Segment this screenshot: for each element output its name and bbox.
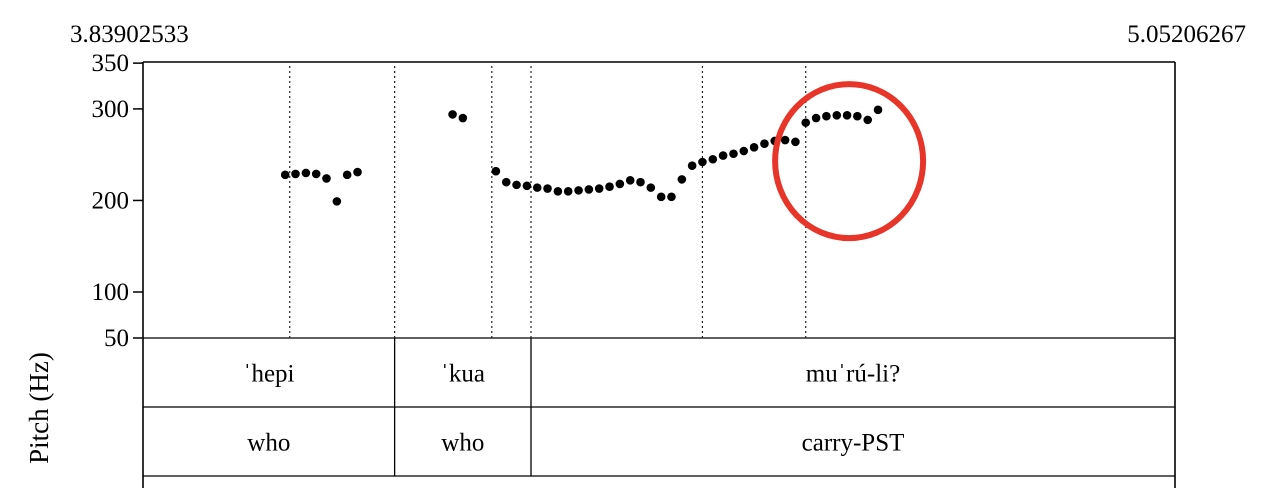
pitch-point (280, 170, 290, 180)
pitch-point (594, 184, 604, 193)
pitch-point (491, 166, 501, 176)
pitch-point (532, 183, 542, 192)
y-tick-label: 300 (92, 96, 130, 123)
pitch-point (842, 111, 852, 120)
pitch-point (780, 135, 790, 145)
word-label: muˈrú-li? (806, 361, 900, 388)
tier-boundaries (393, 338, 532, 476)
pitch-point (646, 183, 656, 192)
pitch-point (698, 157, 707, 167)
word-label: ˈkua (441, 361, 485, 388)
pitch-point (822, 111, 831, 121)
pitch-point (687, 161, 697, 170)
pitch-points (280, 105, 883, 206)
y-tick-label: 100 (92, 279, 130, 306)
pitch-point (605, 182, 614, 192)
pitch-point (729, 149, 738, 159)
y-tick-label: 350 (92, 50, 130, 77)
pitch-point (615, 179, 625, 189)
y-tick-label: 200 (92, 187, 130, 214)
time-end-label: 5.05206267 (1127, 21, 1246, 48)
pitch-point (708, 154, 718, 164)
y-axis-label: Pitch (Hz) (24, 352, 54, 464)
pitch-point (512, 180, 521, 190)
pitch-point (332, 197, 342, 206)
gloss-label: who (247, 430, 290, 457)
pitch-point (667, 192, 676, 202)
y-axis-ticks: 350 300 200 100 50 (92, 50, 143, 352)
pitch-point (760, 139, 769, 148)
pitch-point (448, 110, 457, 119)
pitch-point (801, 118, 811, 127)
pitch-point (553, 186, 563, 196)
pitch-point (863, 115, 873, 125)
gloss-label: who (441, 430, 484, 457)
highlight-annotation (772, 81, 927, 242)
time-start-label: 3.83902533 (70, 21, 189, 48)
pitch-point (656, 192, 666, 202)
pitch-point (353, 167, 362, 177)
pitch-point (636, 177, 645, 187)
highlight-circle (772, 81, 927, 242)
pitch-point (301, 168, 311, 178)
pitch-point (677, 175, 687, 184)
pitch-point (832, 111, 842, 120)
pitch-point (791, 137, 800, 147)
word-label: ˈhepi (243, 361, 294, 388)
pitch-point (739, 146, 749, 156)
pitch-point (291, 169, 300, 179)
pitch-point (749, 143, 759, 152)
pitch-point (574, 186, 583, 195)
pitch-point (543, 184, 552, 193)
pitch-point (501, 177, 511, 187)
y-tick-label: 50 (104, 325, 129, 352)
pitch-point (625, 176, 635, 185)
tier-labels: ˈhepi ˈkua muˈrú-li? who who carry-PST (243, 361, 904, 457)
plot-frame (142, 61, 1176, 488)
pitch-point (563, 186, 573, 196)
pitch-point (522, 181, 532, 191)
pitch-point (584, 185, 594, 194)
pitch-point (853, 111, 862, 121)
pitch-point (458, 113, 468, 123)
gloss-label: carry-PST (802, 430, 905, 457)
pitch-point (873, 105, 883, 115)
pitch-point (342, 170, 352, 180)
vertical-marker-lines (289, 66, 807, 338)
pitch-point (811, 113, 821, 123)
pitch-point (322, 174, 331, 183)
pitch-point (718, 151, 728, 160)
pitch-point (311, 169, 321, 179)
